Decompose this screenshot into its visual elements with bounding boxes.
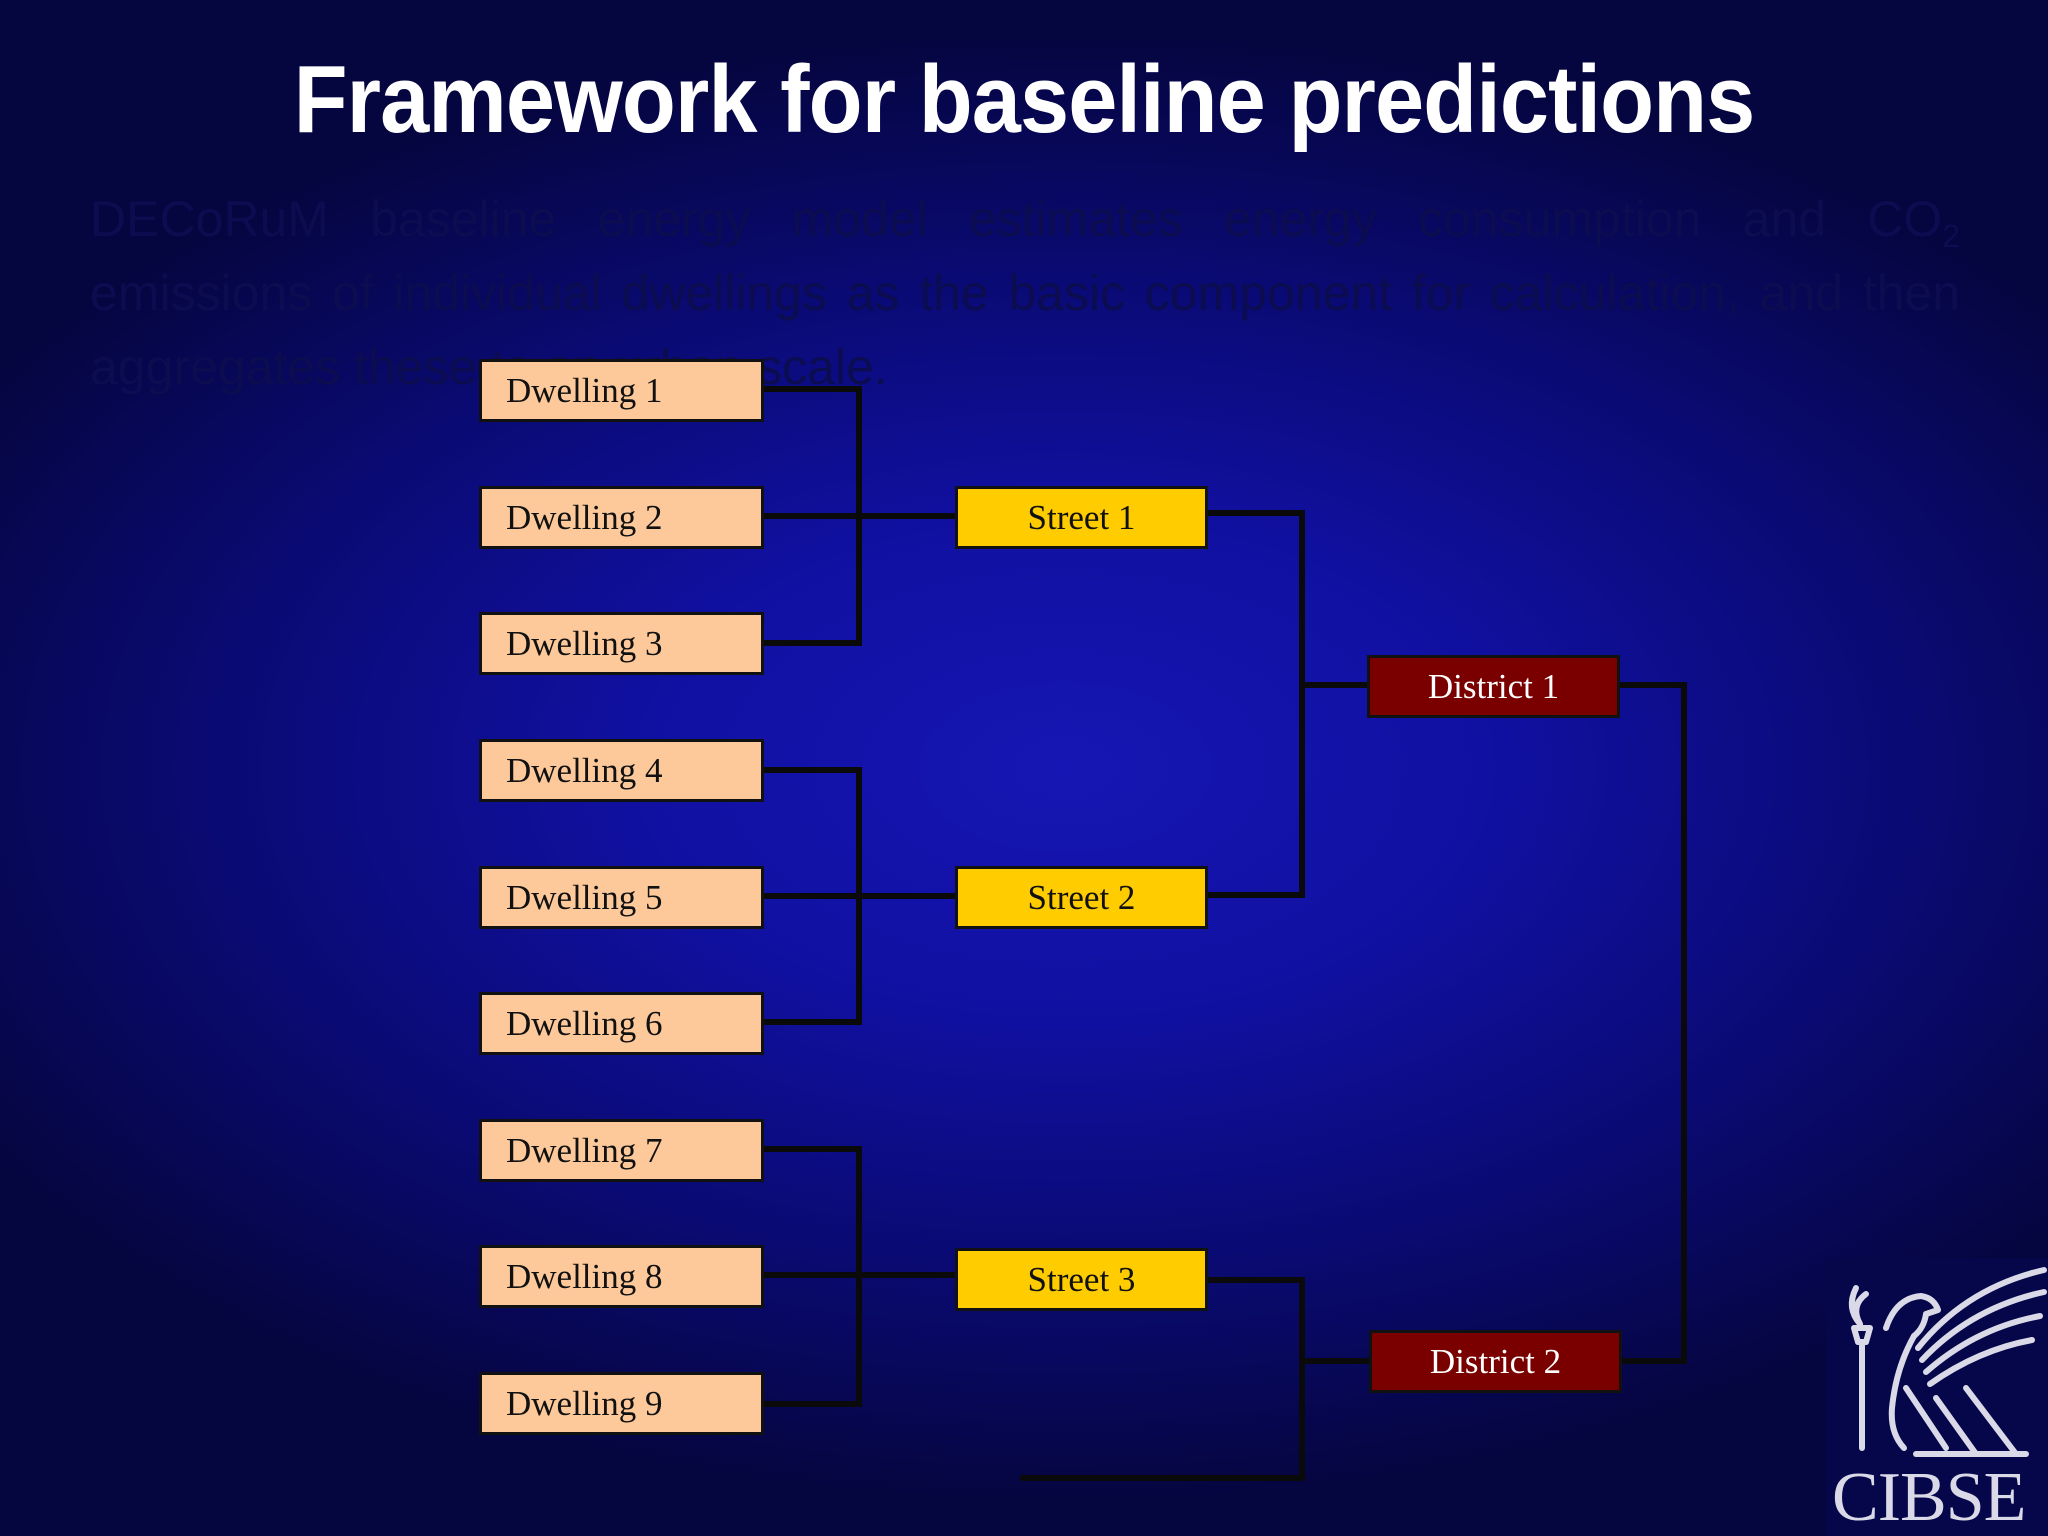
dwelling-node: Dwelling 9 bbox=[479, 1372, 764, 1435]
griffin-torch-icon bbox=[1848, 1267, 2047, 1457]
slide-title: Framework for baseline predictions bbox=[293, 46, 1756, 153]
cibse-logo-text: CIBSE bbox=[1832, 1459, 2026, 1536]
dwelling-node: Dwelling 1 bbox=[479, 359, 764, 422]
dwelling-node: Dwelling 7 bbox=[479, 1119, 764, 1182]
dwelling-node: Dwelling 2 bbox=[479, 486, 764, 549]
dwelling-node: Dwelling 6 bbox=[479, 992, 764, 1055]
cibse-logo bbox=[1826, 1258, 2048, 1536]
street-node: Street 3 bbox=[955, 1248, 1208, 1311]
dwelling-node: Dwelling 4 bbox=[479, 739, 764, 802]
street-node: Street 2 bbox=[955, 866, 1208, 929]
intro-text-start: DECoRuM baseline energy model estimates … bbox=[90, 191, 1943, 247]
connector-s1-s2-d1 bbox=[1208, 510, 1305, 898]
district-node: District 1 bbox=[1367, 655, 1620, 718]
dwelling-node: Dwelling 3 bbox=[479, 612, 764, 675]
district-node: District 2 bbox=[1369, 1330, 1622, 1393]
dwelling-node: Dwelling 8 bbox=[479, 1245, 764, 1308]
street-node: Street 1 bbox=[955, 486, 1208, 549]
dwelling-node: Dwelling 5 bbox=[479, 866, 764, 929]
co2-subscript: 2 bbox=[1942, 218, 1960, 254]
connector-s3-d2 bbox=[1020, 1277, 1305, 1481]
connector-district-link bbox=[1619, 682, 1687, 1364]
